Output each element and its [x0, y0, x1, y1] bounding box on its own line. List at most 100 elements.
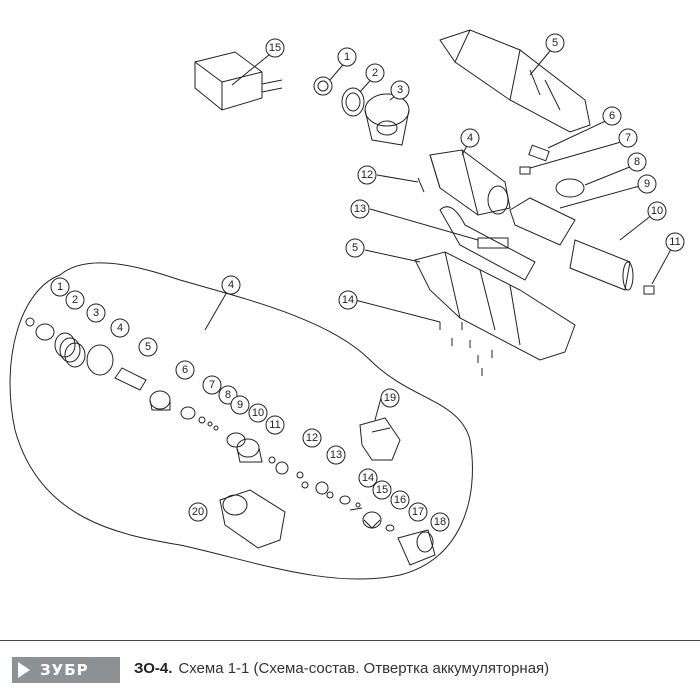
callout-number: 9: [237, 399, 243, 411]
callout-circle: [337, 47, 357, 67]
callout-number: 13: [354, 203, 366, 215]
callout-top-6: 6: [602, 106, 622, 126]
collar-part: [341, 87, 365, 117]
exploded-assembly-diagram: 1234567891011121351415412345678910111213…: [9, 29, 685, 580]
callout-top-9: 9: [637, 174, 657, 194]
callout-number: 1: [57, 281, 63, 293]
diagram-caption: ЗО-4. Схема 1-1 (Схема-состав. Отвертка а…: [134, 660, 549, 677]
callout-number: 4: [228, 279, 234, 291]
callout-circle: [302, 428, 322, 448]
callout-detail-20: 20: [188, 502, 208, 522]
bracket-part: [509, 197, 576, 246]
callout-circle: [221, 275, 241, 295]
brand-logo: ЗУБР: [12, 657, 120, 683]
callout-detail-4: 4: [221, 275, 241, 295]
callout-top-3: 3: [390, 80, 410, 100]
callout-top-5: 5: [545, 33, 565, 53]
sleeve-part: [364, 93, 410, 146]
callout-number: 4: [117, 322, 123, 334]
callout-detail-6: 6: [175, 360, 195, 380]
callout-circle: [248, 403, 268, 423]
screws-part: [439, 322, 493, 376]
diagram-code: ЗО-4.: [134, 660, 173, 677]
callout-circle: [430, 512, 450, 532]
callout-circle: [202, 375, 222, 395]
callout-circle: [545, 33, 565, 53]
callout-circle: [230, 395, 250, 415]
footer-divider: [0, 640, 700, 641]
pin-part: [417, 177, 425, 193]
callout-number: 9: [644, 178, 650, 190]
callout-circle: [265, 38, 285, 58]
callout-number: 13: [330, 449, 342, 461]
callout-detail-9: 9: [230, 395, 250, 415]
callout-number: 10: [651, 205, 663, 217]
callout-number: 16: [394, 494, 406, 506]
callout-number: 8: [634, 156, 640, 168]
callout-circle: [338, 290, 358, 310]
callout-circle: [86, 303, 106, 323]
callout-circle: [390, 80, 410, 100]
callout-detail-19: 19: [380, 388, 400, 408]
callout-circle: [326, 445, 346, 465]
callout-circle: [380, 388, 400, 408]
callout-circle: [372, 480, 392, 500]
callout-top-14: 14: [338, 290, 358, 310]
detail-enclosure: [9, 262, 473, 580]
callout-circle: [175, 360, 195, 380]
callout-number: 17: [412, 506, 424, 518]
ring-part: [313, 76, 333, 96]
callout-circle: [408, 502, 428, 522]
housing-bottom-part: [414, 251, 576, 361]
callout-circle: [50, 277, 70, 297]
callout-circle: [265, 415, 285, 435]
callout-top-8: 8: [627, 152, 647, 172]
callout-top-12: 12: [357, 165, 377, 185]
battery-part: [569, 239, 634, 291]
callout-number: 7: [625, 132, 631, 144]
callout-number: 8: [225, 389, 231, 401]
contact-part: [519, 166, 531, 175]
callout-circle: [618, 128, 638, 148]
callout-number: 12: [361, 169, 373, 181]
callout-number: 7: [209, 379, 215, 391]
callout-detail-1: 1: [50, 277, 70, 297]
callout-number: 6: [609, 110, 615, 122]
callout-number: 10: [252, 407, 264, 419]
callout-top-2: 2: [365, 63, 385, 83]
callout-number: 5: [352, 242, 358, 254]
callout-layer: 1234567891011121351415412345678910111213…: [50, 33, 685, 532]
pcb-part: [439, 206, 536, 281]
housing-top-part: [439, 29, 591, 133]
callout-detail-5: 5: [138, 337, 158, 357]
callout-top-7: 7: [618, 128, 638, 148]
callout-circle: [188, 502, 208, 522]
callout-detail-10: 10: [248, 403, 268, 423]
brand-name: ЗУБР: [40, 661, 89, 679]
diagram-title: Схема 1-1 (Схема-состав. Отвертка аккуму…: [178, 660, 550, 677]
gearbox-part: [429, 149, 511, 216]
callout-number: 19: [384, 392, 396, 404]
callout-number: 11: [269, 419, 280, 431]
footer: ЗУБР ЗО-4. Схема 1-1 (Схема-состав. Отвер…: [0, 640, 700, 700]
callout-top-11: 11: [665, 232, 685, 252]
callout-detail-15: 15: [372, 480, 392, 500]
callout-circle: [138, 337, 158, 357]
callout-top-5: 5: [345, 238, 365, 258]
switch-part: [528, 144, 550, 162]
callout-number: 12: [306, 432, 318, 444]
callout-circle: [345, 238, 365, 258]
callout-number: 14: [362, 472, 374, 484]
callout-circle: [365, 63, 385, 83]
callout-number: 18: [434, 516, 446, 528]
callout-circle: [627, 152, 647, 172]
callout-number: 2: [72, 294, 78, 306]
callout-top-13: 13: [350, 199, 370, 219]
callout-number: 20: [192, 506, 204, 518]
callout-detail-4: 4: [110, 318, 130, 338]
callout-circle: [460, 128, 480, 148]
callout-circle: [350, 199, 370, 219]
callout-detail-3: 3: [86, 303, 106, 323]
callout-detail-12: 12: [302, 428, 322, 448]
callout-number: 5: [552, 37, 558, 49]
